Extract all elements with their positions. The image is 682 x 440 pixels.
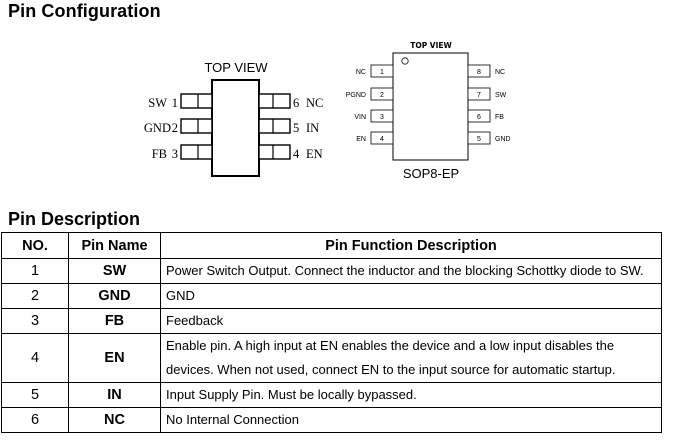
pin-name-cell: NC bbox=[68, 407, 161, 433]
sot-pin-lead bbox=[180, 118, 213, 134]
sop-pin-number: 5 bbox=[477, 136, 481, 143]
sop-left-pin-2: PGND 2 bbox=[346, 87, 394, 101]
sop-right-pin-7: 7 SW bbox=[467, 87, 507, 101]
pin-name-cell: GND bbox=[68, 283, 161, 309]
table-row: 6 NC No Internal Connection bbox=[1, 407, 662, 433]
sop-pin-label: FB bbox=[495, 114, 504, 121]
sot-pin-lead bbox=[258, 118, 291, 134]
sop-pin-label: NC bbox=[356, 69, 366, 76]
pin-number-cell: 5 bbox=[1, 382, 69, 408]
sot-pin-label: SW bbox=[148, 96, 167, 110]
sop-pin-number: 3 bbox=[380, 114, 384, 121]
sop-pin-lead bbox=[467, 131, 491, 145]
pin-function-cell: Input Supply Pin. Must be locally bypass… bbox=[160, 382, 662, 408]
sop-pin-number: 8 bbox=[477, 69, 481, 76]
sot-pin-number: 6 bbox=[293, 96, 299, 110]
sop-pin-lead bbox=[467, 64, 491, 78]
sop-pin-number: 7 bbox=[477, 92, 481, 99]
sot-left-pin-1: SW 1 bbox=[148, 93, 213, 110]
sop-pin-label: GND bbox=[495, 136, 511, 143]
sop-left-pin-4: EN 4 bbox=[356, 131, 394, 145]
sot-pin-lead bbox=[180, 93, 213, 109]
sot-right-pin-5: 5 IN bbox=[258, 118, 319, 135]
pin-configuration-diagram: TOP VIEW SW 1 GND 2 FB 3 6 NC bbox=[144, 41, 511, 181]
sot-package: TOP VIEW SW 1 GND 2 FB 3 6 NC bbox=[144, 60, 323, 177]
sot-right-pin-6: 6 NC bbox=[258, 93, 323, 110]
sot-pin-lead bbox=[258, 144, 291, 160]
pin-description-heading: Pin Description bbox=[8, 209, 141, 229]
sot-left-pin-3: FB 3 bbox=[152, 144, 213, 161]
table-row: 3 FB Feedback bbox=[1, 308, 662, 334]
sot-left-pin-2: GND 2 bbox=[144, 118, 213, 135]
sot-pin-lead bbox=[258, 93, 291, 109]
table-row: 2 GND GND bbox=[1, 283, 662, 309]
sop-pin-lead bbox=[370, 87, 394, 101]
sot-pin-number: 2 bbox=[172, 121, 178, 135]
table-header-row: NO. Pin Name Pin Function Description bbox=[1, 232, 662, 259]
pin-description-table: NO. Pin Name Pin Function Description 1 … bbox=[1, 232, 662, 433]
sot-pin-number: 5 bbox=[293, 121, 299, 135]
pin-number-cell: 2 bbox=[1, 283, 69, 309]
sop-pin-lead bbox=[370, 131, 394, 145]
sop-pin-number: 2 bbox=[380, 92, 384, 99]
pin-function-cell: Feedback bbox=[160, 308, 662, 334]
sot-pin-number: 3 bbox=[172, 147, 178, 161]
pin-number-cell: 3 bbox=[1, 308, 69, 334]
pin-number-cell: 4 bbox=[1, 333, 69, 383]
sop-right-pin-5: 5 GND bbox=[467, 131, 511, 145]
sop-pin-label: PGND bbox=[346, 92, 366, 99]
sot-pin-label: FB bbox=[152, 147, 167, 161]
sop-top-view-label: TOP VIEW bbox=[410, 41, 452, 50]
pin-name-cell: IN bbox=[68, 382, 161, 408]
pin-function-cell: Enable pin. A high input at EN enables t… bbox=[160, 333, 662, 383]
column-header-function: Pin Function Description bbox=[160, 232, 662, 259]
sop-left-pin-1: NC 1 bbox=[356, 64, 394, 78]
pin-name-cell: FB bbox=[68, 308, 161, 334]
sop-pin-label: VIN bbox=[354, 114, 366, 121]
sop-left-pin-3: VIN 3 bbox=[354, 109, 394, 123]
pin-function-cell: GND bbox=[160, 283, 662, 309]
pin-name-cell: SW bbox=[68, 258, 161, 284]
sop-package-name: SOP8-EP bbox=[403, 166, 459, 181]
sot-top-view-label: TOP VIEW bbox=[204, 60, 268, 75]
sop-pin-lead bbox=[467, 109, 491, 123]
sop-body bbox=[392, 52, 469, 161]
sop-pin-label: NC bbox=[495, 69, 505, 76]
sot-pin-label: IN bbox=[306, 121, 319, 135]
sop-pin-label: SW bbox=[495, 92, 507, 99]
table-row: 5 IN Input Supply Pin. Must be locally b… bbox=[1, 382, 662, 408]
sop-pin-label: EN bbox=[356, 136, 366, 143]
pin-number-cell: 6 bbox=[1, 407, 69, 433]
sot-right-pin-4: 4 EN bbox=[258, 144, 323, 161]
pin-function-cell: Power Switch Output. Connect the inducto… bbox=[160, 258, 662, 284]
sot-pin-label: GND bbox=[144, 121, 171, 135]
pin-name-cell: EN bbox=[68, 333, 161, 383]
sot-pin-lead bbox=[180, 144, 213, 160]
pin-number-cell: 1 bbox=[1, 258, 69, 284]
pin-function-cell: No Internal Connection bbox=[160, 407, 662, 433]
sop8-package: TOP VIEW NC 1 PGND 2 VIN 3 EN 4 8 NC bbox=[346, 41, 511, 181]
sop-pin-lead bbox=[467, 87, 491, 101]
sot-pin-label: EN bbox=[306, 147, 323, 161]
table-row: 1 SW Power Switch Output. Connect the in… bbox=[1, 258, 662, 284]
pin1-marker-icon bbox=[401, 57, 409, 65]
sot-pin-label: NC bbox=[306, 96, 323, 110]
column-header-pin-name: Pin Name bbox=[68, 232, 161, 259]
table-row: 4 EN Enable pin. A high input at EN enab… bbox=[1, 333, 662, 383]
sot-body bbox=[211, 79, 260, 177]
sop-pin-number: 1 bbox=[380, 69, 384, 76]
sop-right-pin-8: 8 NC bbox=[467, 64, 505, 78]
sop-right-pin-6: 6 FB bbox=[467, 109, 504, 123]
sot-pin-number: 1 bbox=[172, 96, 178, 110]
sop-pin-number: 4 bbox=[380, 136, 384, 143]
column-header-no: NO. bbox=[1, 232, 69, 259]
sop-pin-lead bbox=[370, 64, 394, 78]
pin-configuration-heading: Pin Configuration bbox=[8, 1, 161, 21]
sop-pin-number: 6 bbox=[477, 114, 481, 121]
sop-pin-lead bbox=[370, 109, 394, 123]
sot-pin-number: 4 bbox=[293, 147, 300, 161]
